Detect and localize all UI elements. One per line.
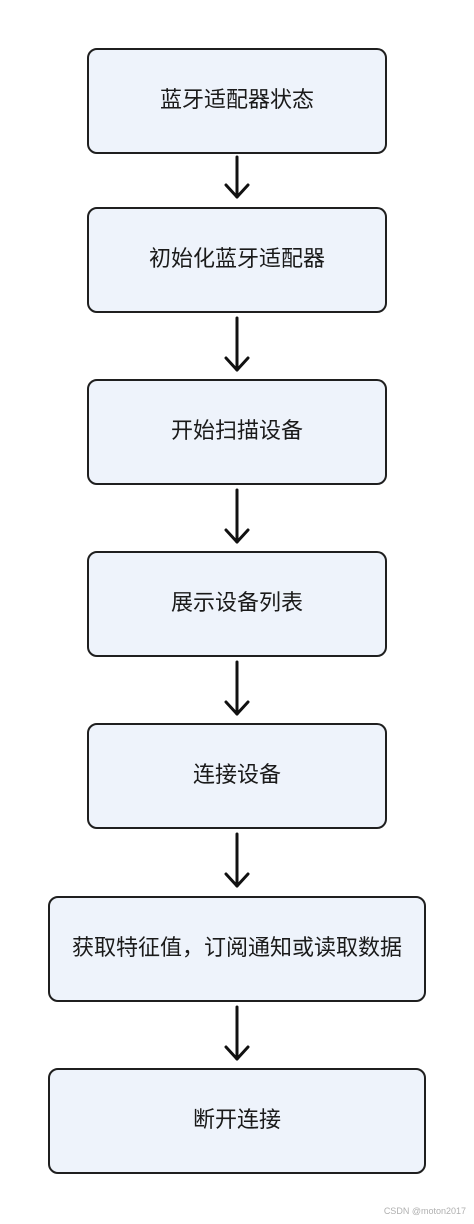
step-label: 获取特征值，订阅通知或读取数据 — [71, 936, 402, 961]
step-label: 连接设备 — [192, 763, 281, 788]
step-label: 初始化蓝牙适配器 — [148, 247, 325, 272]
step-label: 断开连接 — [192, 1108, 281, 1133]
flow-step-start-scan: 开始扫描设备 — [87, 379, 387, 485]
arrow-down-icon — [224, 660, 250, 716]
arrow-down-icon — [224, 488, 250, 544]
arrow-down-icon — [224, 1005, 250, 1061]
flow-step-bluetooth-adapter-state: 蓝牙适配器状态 — [87, 48, 387, 154]
arrow-down-icon — [224, 316, 250, 372]
watermark: CSDN @moton2017 — [383, 1206, 466, 1216]
flow-step-get-characteristics: 获取特征值，订阅通知或读取数据 — [48, 896, 426, 1002]
step-label: 展示设备列表 — [170, 591, 303, 616]
arrow-down-icon — [224, 155, 250, 199]
step-label: 蓝牙适配器状态 — [159, 88, 314, 113]
flow-step-disconnect: 断开连接 — [48, 1068, 426, 1174]
flow-step-show-device-list: 展示设备列表 — [87, 551, 387, 657]
flow-step-connect-device: 连接设备 — [87, 723, 387, 829]
arrow-down-icon — [224, 832, 250, 888]
flow-step-init-adapter: 初始化蓝牙适配器 — [87, 207, 387, 313]
step-label: 开始扫描设备 — [170, 419, 303, 444]
